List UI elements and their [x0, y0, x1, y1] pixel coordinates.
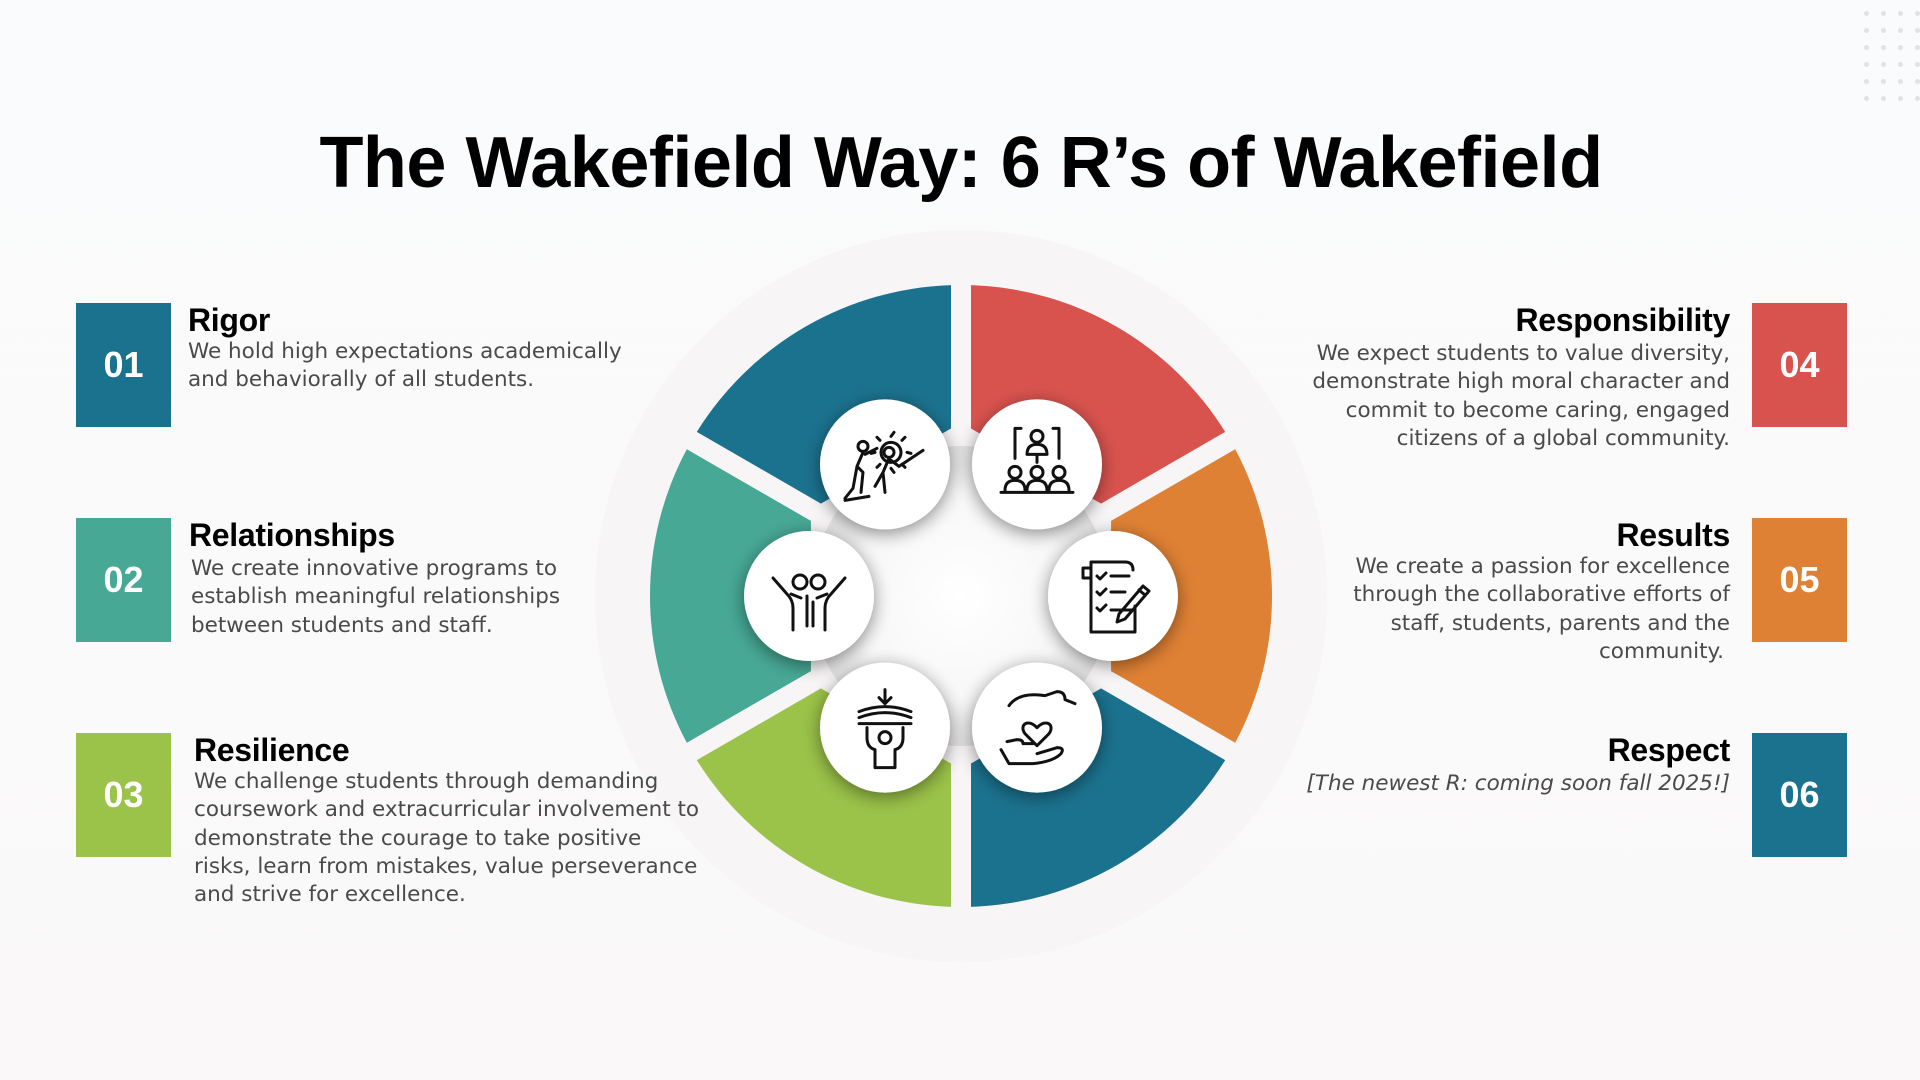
number-badge-05: 05 — [1752, 518, 1847, 642]
checklist-pencil-icon — [1081, 560, 1151, 634]
description-line: and strive for excellence. — [194, 882, 466, 908]
icon-circle-rigor — [820, 399, 950, 530]
decorative-dot — [1898, 96, 1903, 101]
description-line: citizens of a global community. — [1396, 425, 1730, 451]
decorative-dot — [1915, 96, 1920, 101]
decorative-dot — [1864, 62, 1869, 67]
item-heading: Resilience — [194, 732, 350, 768]
description-line: through the collaborative efforts of — [1353, 582, 1730, 608]
decorative-dot — [1881, 62, 1886, 67]
people-celebrating-icon — [771, 573, 847, 632]
decorative-dot — [1898, 11, 1903, 16]
number-badge-03: 03 — [76, 733, 171, 857]
decorative-dot — [1881, 96, 1886, 101]
decorative-dot — [1881, 11, 1886, 16]
item-responsibility: Responsibility We expect students to val… — [1312, 302, 1730, 453]
icon-circle-respect — [972, 662, 1102, 793]
wheel-icons — [744, 399, 1178, 793]
item-description: We challenge students through demanding … — [194, 768, 699, 909]
item-results: Results We create a passion for excellen… — [1353, 517, 1730, 666]
description-line: community. — [1598, 638, 1724, 664]
icon-circle-results — [1048, 531, 1178, 661]
description-line: We create innovative programs to — [191, 556, 558, 581]
description-line: coursework and extracurricular involveme… — [194, 797, 700, 823]
decorative-dot — [1915, 11, 1920, 16]
number-badge-06: 06 — [1752, 733, 1847, 857]
decorative-dot — [1898, 79, 1903, 84]
item-respect: Respect [The newest R: coming soon fall … — [1306, 732, 1730, 798]
icon-circle-bg — [744, 531, 874, 661]
item-heading: Respect — [1607, 732, 1731, 768]
item-heading: Rigor — [188, 302, 271, 338]
hands-heart-icon — [999, 690, 1077, 766]
person-holding-pressure-icon — [857, 688, 913, 770]
icon-circle-responsibility — [972, 399, 1102, 530]
decorative-dot — [1881, 79, 1886, 84]
description-line: We expect students to value diversity, — [1316, 341, 1730, 366]
item-relationships: Relationships We create innovative progr… — [189, 517, 560, 640]
description-line: demonstrate the courage to take positive — [194, 825, 642, 851]
segment-relationships — [649, 449, 811, 743]
decorative-dot — [1864, 79, 1869, 84]
description-line: demonstrate high moral character and — [1312, 369, 1730, 395]
icon-circle-bg — [820, 662, 950, 793]
item-heading: Responsibility — [1515, 302, 1730, 338]
description-line: between students and staff. — [191, 612, 493, 638]
decorative-dot — [1881, 45, 1886, 50]
description-line: We create a passion for excellence — [1355, 554, 1730, 579]
description-line: staff, students, parents and the — [1390, 610, 1730, 636]
page-title: The Wakefield Way: 6 R’s of Wakefield — [319, 123, 1603, 203]
decorative-dot — [1915, 62, 1920, 67]
icon-circle-bg — [1048, 531, 1178, 661]
decorative-dot — [1864, 96, 1869, 101]
description-line: We challenge students through demanding — [194, 769, 659, 794]
decorative-dot-grid — [1860, 8, 1920, 108]
decorative-dot — [1898, 45, 1903, 50]
decorative-dot — [1864, 28, 1869, 33]
icon-circle-relationships — [744, 531, 874, 661]
description-line: risks, learn from mistakes, value persev… — [194, 853, 698, 879]
item-description: [The newest R: coming soon fall 2025!] — [1306, 770, 1730, 798]
description-line: We hold high expectations academically — [188, 339, 622, 364]
icon-circle-resilience — [820, 662, 950, 793]
number-badge-04: 04 — [1752, 303, 1847, 427]
leader-with-team-icon — [999, 426, 1075, 494]
decorative-dot — [1864, 11, 1869, 16]
team-climbing-gear-icon — [843, 430, 925, 502]
item-resilience: Resilience We challenge students through… — [194, 732, 699, 909]
number-badge-01: 01 — [76, 303, 171, 427]
item-description: We create a passion for excellence throu… — [1353, 553, 1730, 666]
decorative-dot — [1864, 45, 1869, 50]
decorative-dot — [1915, 45, 1920, 50]
segment-results — [1111, 449, 1272, 743]
description-line: commit to become caring, engaged — [1345, 397, 1730, 423]
decorative-dot — [1898, 28, 1903, 33]
item-description: We hold high expectations academically a… — [188, 338, 622, 395]
icon-circle-bg — [972, 399, 1102, 530]
description-line: [The newest R: coming soon fall 2025!] — [1306, 771, 1730, 796]
decorative-dot — [1898, 62, 1903, 67]
description-line: and behaviorally of all students. — [188, 367, 535, 393]
number-badge-02: 02 — [76, 518, 171, 642]
item-description: We create innovative programs to establi… — [189, 555, 560, 640]
item-heading: Results — [1616, 517, 1731, 553]
decorative-dot — [1915, 28, 1920, 33]
decorative-dot — [1881, 28, 1886, 33]
item-heading: Relationships — [189, 517, 395, 553]
description-line: establish meaningful relationships — [191, 584, 561, 610]
decorative-dot — [1915, 79, 1920, 84]
item-description: We expect students to value diversity, d… — [1312, 340, 1730, 453]
item-rigor: Rigor We hold high expectations academic… — [188, 302, 622, 395]
